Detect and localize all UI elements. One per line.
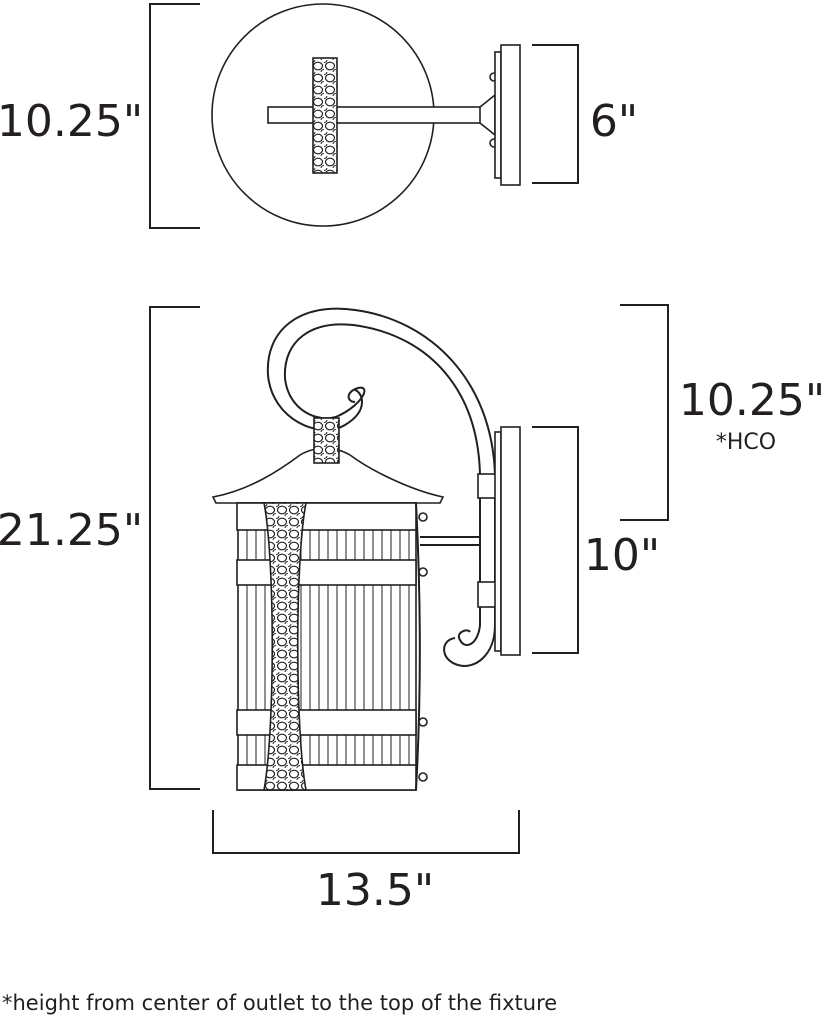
scroll-arm [266,307,496,667]
top-view: 10.25" 6" [0,3,638,229]
overall-height-label: 21.25" [0,505,143,556]
arm-mount-top [477,473,498,499]
hco-note: *HCO [716,430,776,455]
top-height-label: 10.25" [0,96,143,147]
arm-mount-bottom [477,581,498,608]
top-arm [267,106,501,124]
rivet-icon [418,772,428,782]
top-height-bracket [149,3,200,229]
rivet-icon [418,717,428,727]
top-depth-bracket [532,44,579,184]
lantern-glass [237,502,417,791]
hco-label: 10.25" [679,375,821,426]
lantern-stone-strip [263,502,307,791]
overall-height-bracket [149,306,200,790]
wall-plate [500,426,521,656]
rivet-icon [418,567,428,577]
lantern-side-edge [415,502,421,791]
width-bracket [212,810,520,854]
front-view: 21.25" 13.5" 10.25" *HCO 10" [0,304,821,916]
lantern-band [236,709,417,736]
hco-bracket [620,304,669,521]
width-label: 13.5" [316,865,434,916]
top-arm-joint [479,93,496,137]
footnote: *height from center of outlet to the top… [2,991,557,1015]
rivet-icon [418,512,428,522]
top-wall-plate [500,44,521,186]
backplate-label: 10" [584,530,660,581]
top-wall-plate-inner [494,51,502,179]
lantern-band [236,502,417,531]
finial-stone-block [313,417,340,464]
wall-plate-inner [494,431,502,652]
backplate-bracket [532,426,579,654]
top-depth-label: 6" [590,96,638,147]
lantern-band [236,559,417,586]
top-stone-strip [312,57,338,174]
